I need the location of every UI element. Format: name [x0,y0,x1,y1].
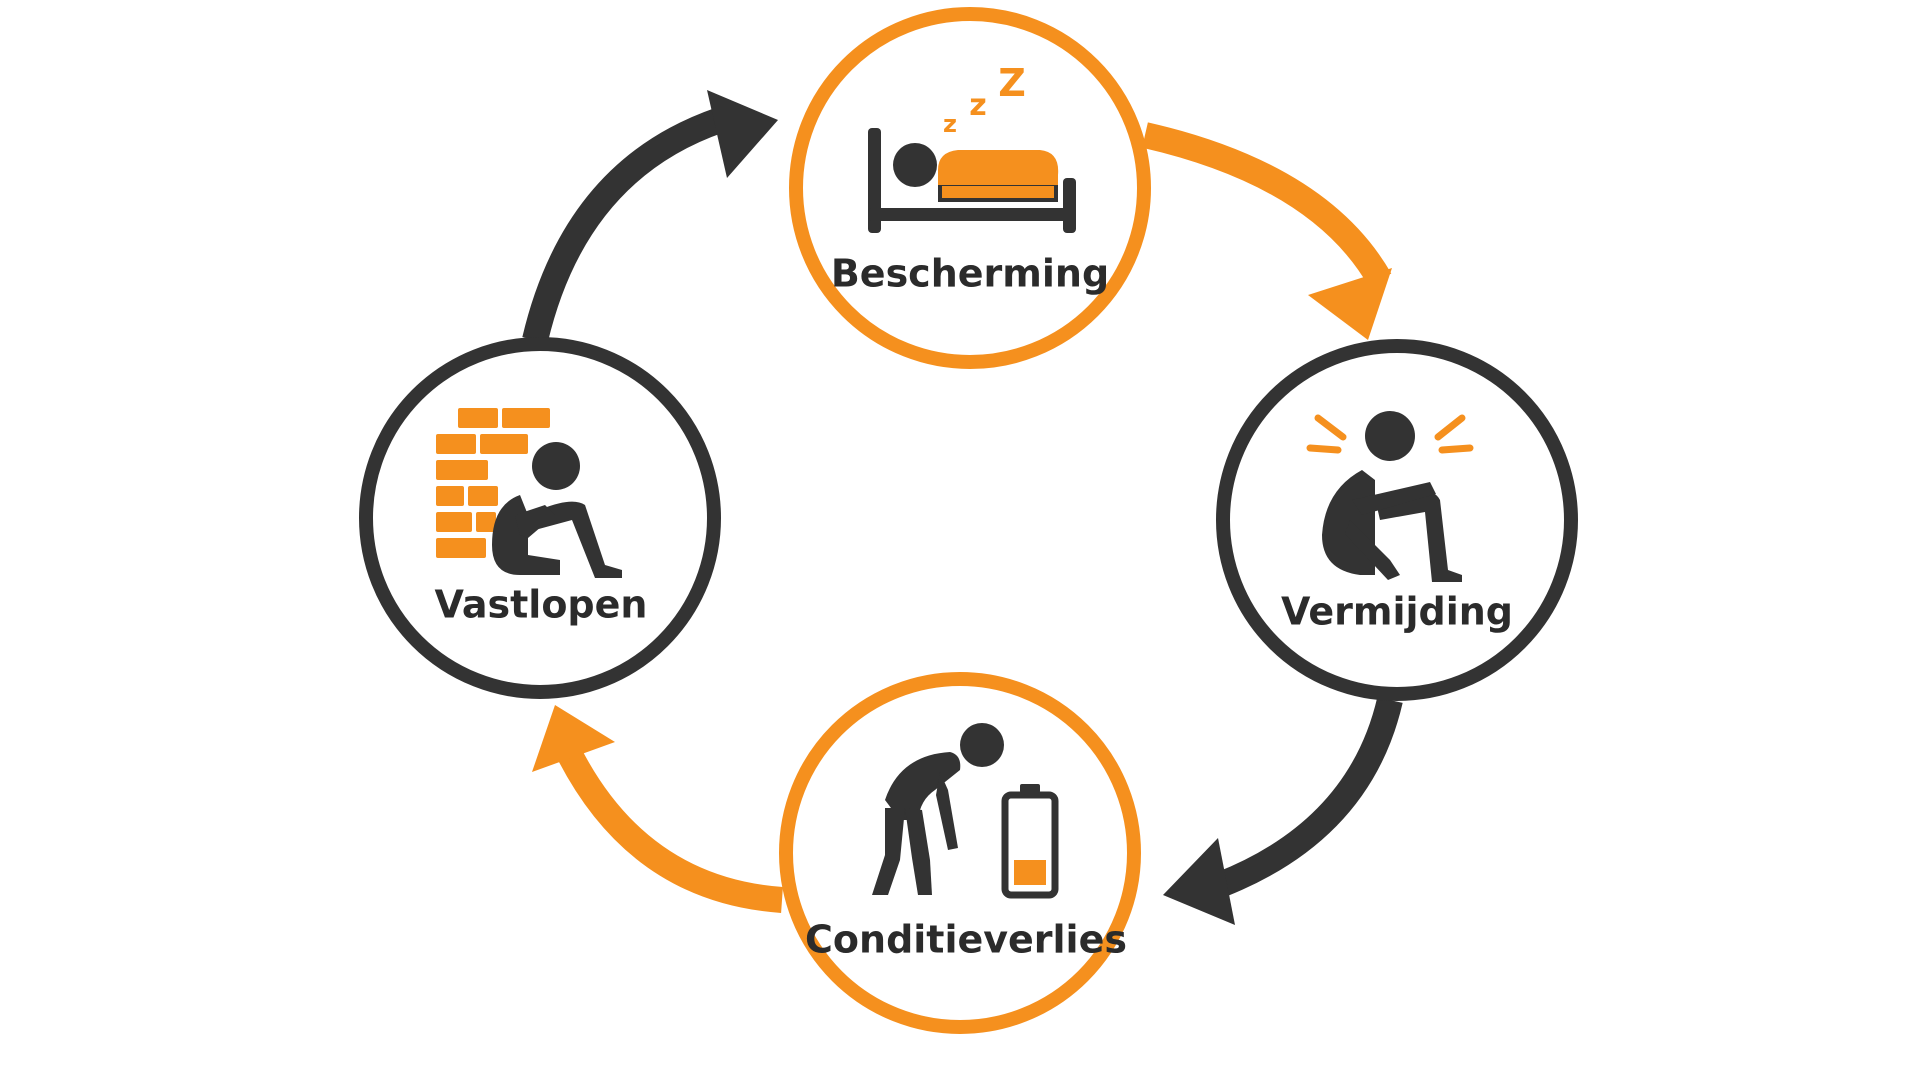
node-label: Vermijding [1281,590,1513,634]
arrow-vastlopen-to-bescherming [522,90,778,343]
node-ring [1216,339,1578,701]
arrow-vermijding-to-conditieverlies [1163,696,1403,925]
node-conditieverlies: Conditieverlies [779,672,1141,1034]
anxious-crouching-person-icon [1306,411,1474,582]
arrow-bescherming-to-vermijding [1142,122,1392,340]
node-vastlopen: Vastlopen [359,337,721,699]
sleep-z-3: Z [998,61,1026,105]
sleep-z-1: z [943,110,957,138]
arrow-conditieverlies-to-vastlopen [532,705,783,913]
sleep-z-2: z [969,88,986,123]
node-label: Bescherming [831,252,1109,296]
sleeping-in-bed-icon: z z Z [868,61,1076,233]
node-label: Conditieverlies [805,918,1127,962]
person-against-brick-wall-icon [436,408,622,578]
node-vermijding: Vermijding [1216,339,1578,701]
node-ring [779,672,1141,1034]
exhausted-person-low-battery-icon [872,723,1059,899]
node-label: Vastlopen [435,583,648,627]
node-bescherming: z z Z Bescherming [789,7,1151,369]
